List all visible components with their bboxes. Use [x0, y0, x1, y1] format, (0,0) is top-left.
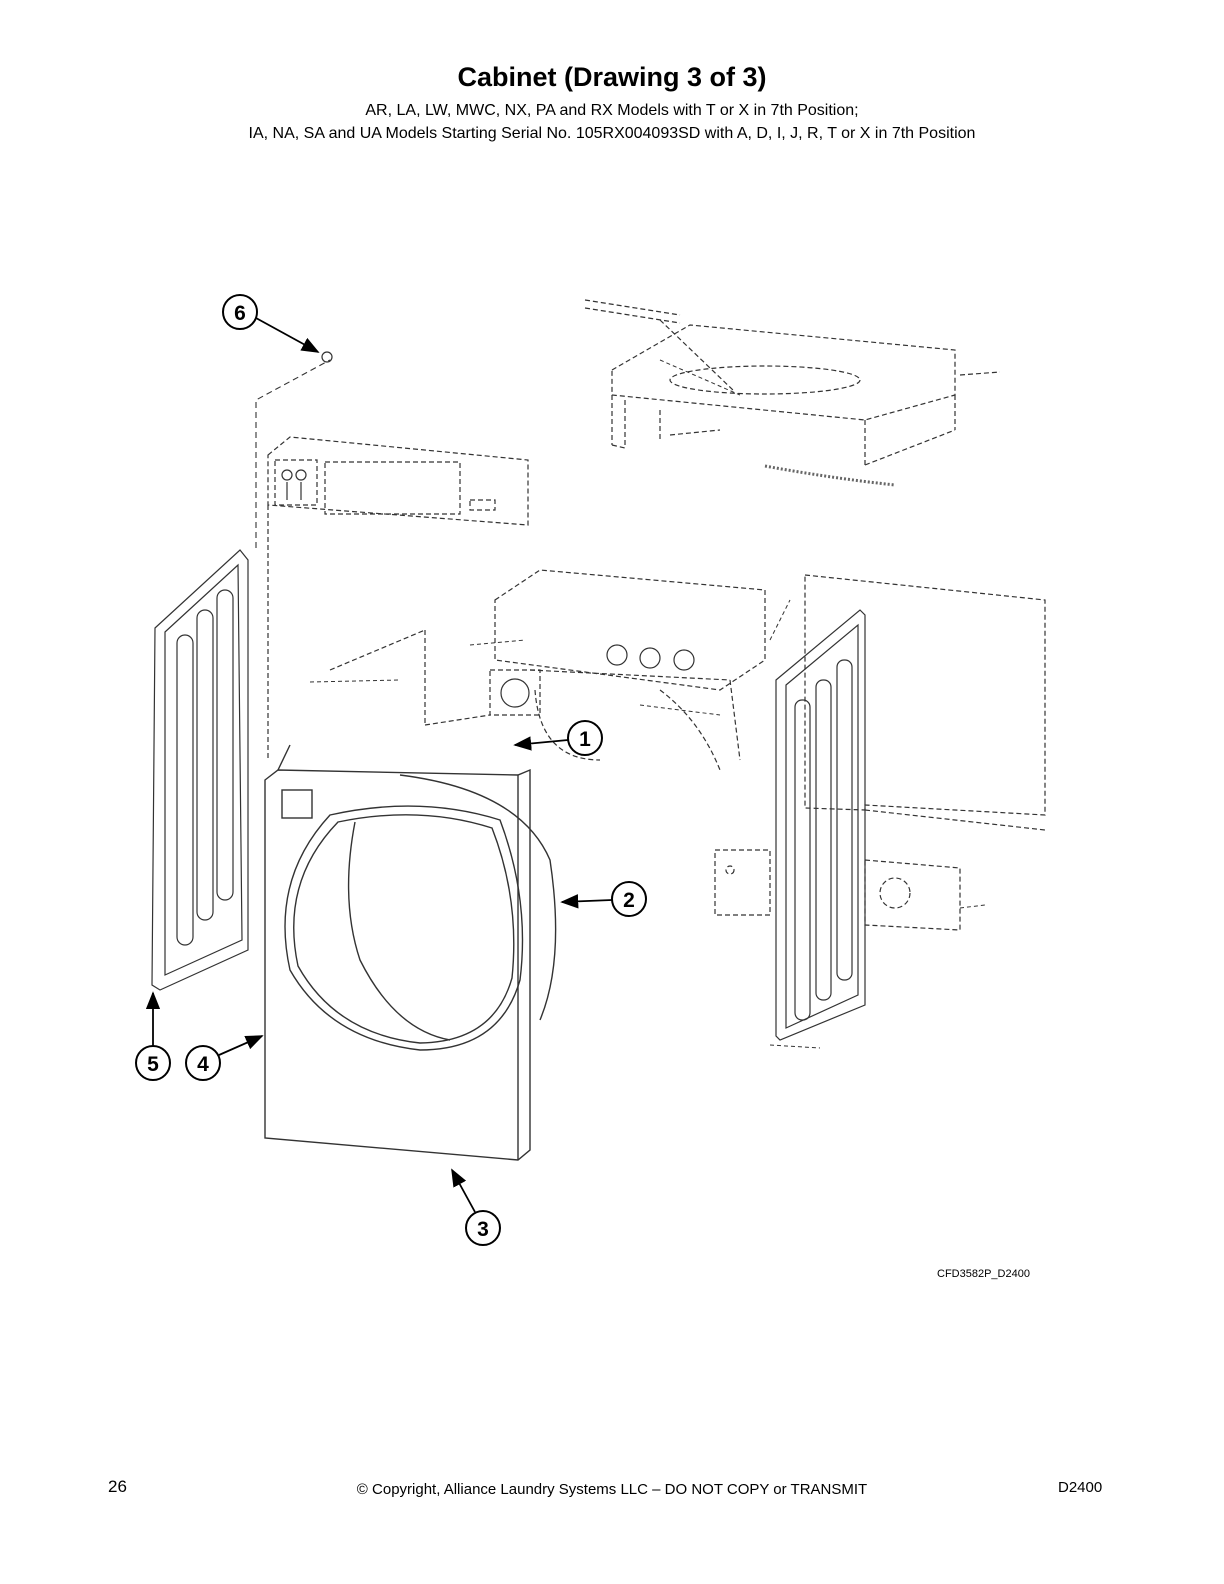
callout-2: 2 [623, 889, 635, 912]
model-applicability-line-1: AR, LA, LW, MWC, NX, PA and RX Models wi… [365, 102, 859, 119]
callout-1: 1 [579, 728, 591, 751]
drawing-reference-id: CFD3582P_D2400 [937, 1268, 1030, 1280]
page-number: 26 [108, 1477, 127, 1496]
right-lower-bracket [714, 849, 961, 931]
rear-bulkhead-assembly [329, 569, 766, 771]
door-gasket-ring [399, 774, 557, 1021]
document-id: D2400 [1058, 1479, 1103, 1496]
copyright-notice: © Copyright, Alliance Laundry Systems LL… [356, 1481, 868, 1498]
bulkhead-holes [500, 644, 695, 708]
callout-5: 5 [147, 1053, 159, 1076]
hardware-hints [309, 359, 986, 1049]
top-panel-assembly [584, 299, 1001, 466]
left-side-panel [151, 549, 249, 991]
right-rear-panel [804, 574, 1046, 831]
callout-4: 4 [197, 1053, 209, 1076]
top-seal-strip [764, 464, 896, 487]
model-applicability-line-2: IA, NA, SA and UA Models Starting Serial… [248, 125, 976, 142]
callout-6: 6 [234, 302, 246, 325]
right-side-panel [775, 609, 866, 1041]
control-console [267, 436, 529, 760]
console-knobs [281, 469, 307, 500]
page-title: Cabinet (Drawing 3 of 3) [457, 62, 767, 92]
callout-3: 3 [477, 1218, 489, 1241]
front-panel [264, 744, 531, 1161]
